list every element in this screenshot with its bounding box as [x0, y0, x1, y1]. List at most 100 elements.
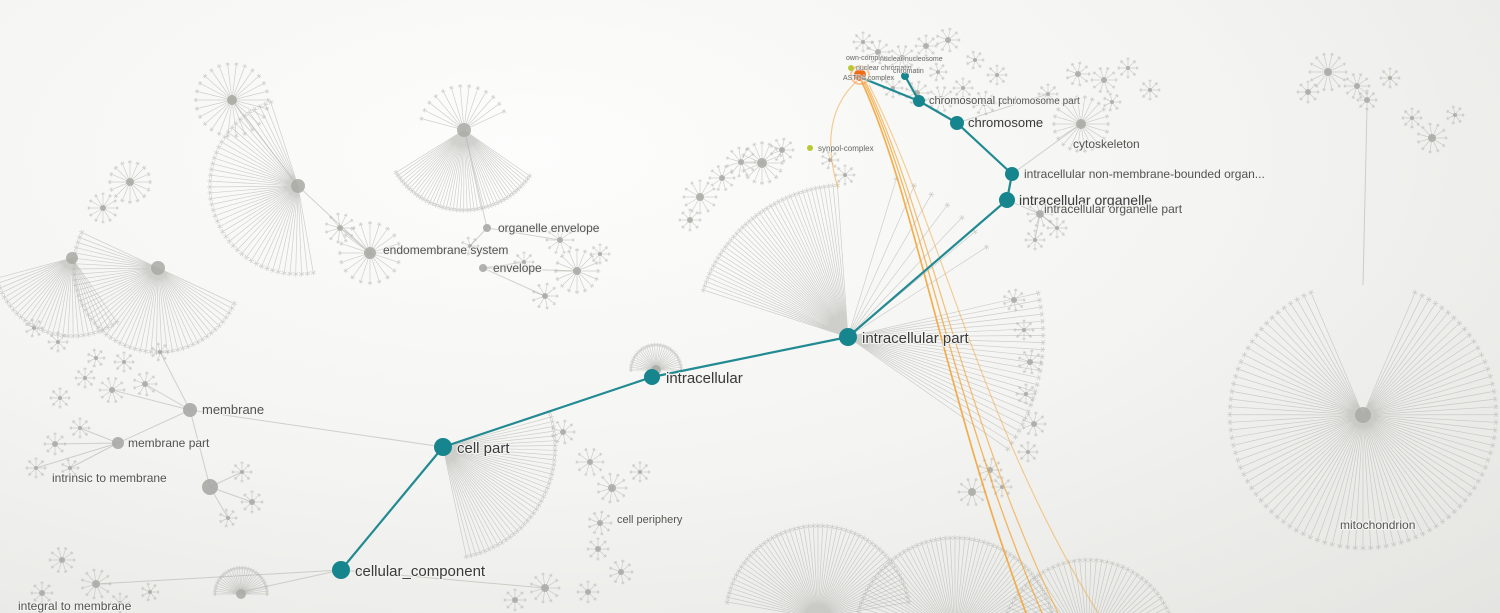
- cluster-hub: [585, 589, 591, 595]
- cluster-hub: [595, 546, 601, 552]
- fan-cluster: [1416, 122, 1448, 154]
- cluster-hub: [66, 252, 78, 264]
- fan-cluster: [966, 50, 985, 70]
- orange-edge: [863, 81, 1043, 613]
- fan-cluster: [986, 64, 1008, 86]
- fan-cluster: [1013, 319, 1035, 341]
- fan-cluster: [1227, 289, 1499, 551]
- node-label: endomembrane system: [383, 243, 508, 257]
- highlighted-node[interactable]: [913, 95, 925, 107]
- cluster-hub: [938, 96, 944, 102]
- cluster-hub: [126, 178, 134, 186]
- highlighted-node[interactable]: [332, 561, 350, 579]
- fan-cluster: [576, 580, 600, 604]
- fan-cluster: [49, 387, 71, 409]
- highlighted-node[interactable]: [1005, 167, 1019, 181]
- highlight-edge: [846, 198, 1009, 339]
- fan-cluster: [700, 182, 849, 338]
- fan-cluster: [847, 176, 990, 338]
- graph-dot: [112, 437, 124, 449]
- cluster-hub: [1027, 359, 1033, 365]
- cluster-hub: [1126, 66, 1130, 70]
- cluster-hub: [1000, 485, 1004, 489]
- fan-cluster: [419, 83, 507, 131]
- cluster-hub: [1305, 89, 1311, 95]
- cluster-hub: [83, 376, 87, 380]
- cluster-hub: [94, 356, 98, 360]
- highlighted-node[interactable]: [901, 72, 909, 80]
- focus-node-halo: [850, 65, 870, 85]
- focus-node[interactable]: [854, 69, 866, 81]
- highlighted-node[interactable]: [999, 192, 1015, 208]
- node-label: cell periphery: [617, 514, 683, 526]
- fan-cluster: [834, 164, 856, 186]
- cluster-hub: [39, 590, 45, 596]
- highlighted-node[interactable]: [434, 438, 452, 456]
- highlighted-node[interactable]: [950, 116, 964, 130]
- cluster-hub: [936, 70, 940, 74]
- fan-cluster: [575, 447, 605, 477]
- cluster-hub: [973, 58, 977, 62]
- fan-cluster: [513, 251, 535, 273]
- graph-edges: [35, 93, 1368, 593]
- cluster-hub: [843, 173, 847, 177]
- fan-cluster: [929, 62, 948, 82]
- fan-cluster: [678, 208, 702, 232]
- fan-cluster: [769, 137, 795, 163]
- fan-cluster: [1046, 217, 1068, 239]
- fan-cluster: [1017, 349, 1043, 375]
- cluster-hub: [56, 340, 60, 344]
- cluster-hub: [861, 40, 865, 44]
- cluster-hub: [875, 49, 881, 55]
- fan-cluster: [608, 559, 634, 585]
- fan-cluster: [553, 247, 601, 295]
- green-node[interactable]: [848, 65, 854, 71]
- green-node[interactable]: [807, 145, 813, 151]
- orange-edge: [860, 79, 1027, 613]
- cluster-hub: [1031, 421, 1037, 427]
- highlighted-node[interactable]: [644, 369, 660, 385]
- fan-cluster: [442, 409, 558, 560]
- highlight-edge: [339, 445, 445, 572]
- fan-cluster: [1343, 72, 1371, 100]
- cluster-hub: [981, 100, 987, 106]
- fan-cluster: [888, 44, 916, 72]
- fan-cluster: [957, 477, 987, 507]
- cluster-hub: [148, 590, 152, 594]
- node-label: cell part: [457, 440, 510, 457]
- fan-cluster: [98, 376, 126, 404]
- fan-cluster: [1401, 107, 1423, 129]
- fan-cluster: [724, 523, 912, 613]
- cluster-hub: [1453, 113, 1457, 117]
- fan-cluster: [847, 290, 1046, 452]
- highlighted-node[interactable]: [839, 328, 857, 346]
- fan-cluster: [1296, 80, 1320, 104]
- fan-cluster: [30, 581, 54, 605]
- fan-cluster: [1037, 83, 1059, 105]
- fan-cluster: [628, 342, 684, 373]
- cluster-hub: [1355, 407, 1371, 423]
- fan-cluster: [48, 546, 76, 574]
- fan-cluster: [61, 458, 80, 478]
- highlight-edge: [860, 76, 921, 103]
- cluster-hub: [1354, 83, 1360, 89]
- node-label: membrane: [202, 402, 264, 417]
- fan-cluster: [589, 243, 611, 265]
- cluster-hub: [945, 37, 951, 43]
- cluster-hub: [1428, 134, 1436, 142]
- cluster-hub: [968, 488, 976, 496]
- cluster-hub: [1364, 97, 1370, 103]
- fan-cluster: [219, 508, 238, 528]
- highlight-edge: [917, 99, 959, 125]
- cluster-hub: [961, 86, 965, 90]
- fan-cluster: [586, 537, 610, 561]
- cluster-hub: [58, 396, 62, 400]
- node-label: membrane part: [128, 436, 210, 450]
- fan-cluster: [1015, 383, 1037, 405]
- fan-cluster: [1139, 79, 1161, 101]
- fan-cluster: [952, 77, 974, 99]
- fan-cluster: [596, 472, 628, 504]
- fan-cluster: [529, 572, 561, 604]
